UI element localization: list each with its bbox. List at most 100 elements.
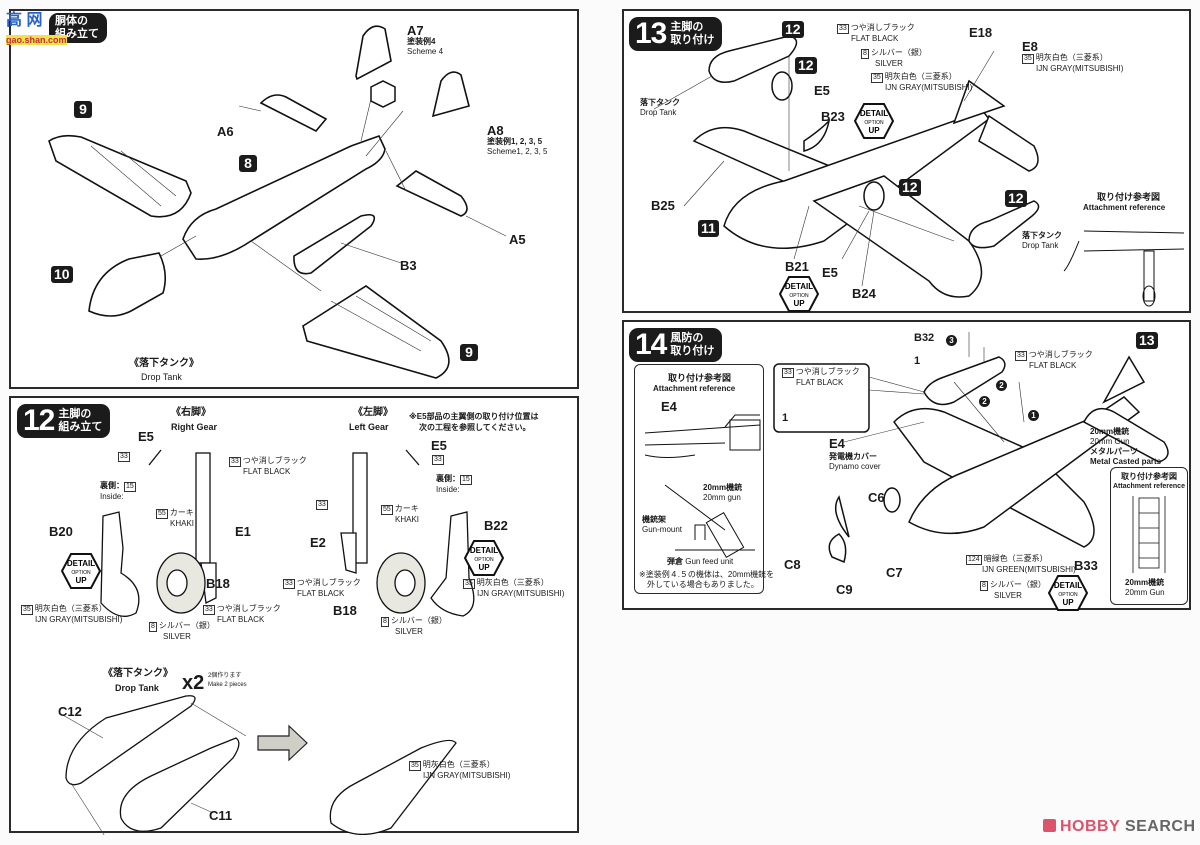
part-e5-left: E5: [431, 438, 447, 453]
step-12-title-1: 主脚の: [58, 408, 92, 420]
a8-scheme-en: Scheme1, 2, 3, 5: [487, 147, 548, 156]
drop-tank-jp: 《落下タンク》: [129, 358, 199, 369]
step-12-badge: 12 主脚の組み立て: [17, 404, 111, 438]
part-c9: C9: [836, 582, 853, 597]
paint-33-e5-left: 33: [432, 455, 444, 465]
gun-label-jp: 20mm機銃: [703, 483, 743, 492]
part-e5-13a: E5: [814, 83, 830, 98]
gun20-jp: 20mm機銃: [1090, 427, 1130, 436]
part-b25: B25: [651, 198, 675, 213]
svg-text:DETAIL: DETAIL: [1054, 581, 1082, 590]
ref-12-gear-right: 12: [899, 179, 921, 196]
gun-attachment-reference-box: 取り付け参考図 Attachment reference E4 20mm機銃 2…: [634, 364, 774, 594]
svg-text:OPTION: OPTION: [1058, 592, 1078, 598]
step-13-badge: 13 主脚の取り付け: [629, 17, 723, 51]
part-b18-left: B18: [333, 603, 357, 618]
ref-9-top: 9: [74, 101, 92, 118]
step-14-badge: 14 風防の取り付け: [629, 328, 723, 362]
svg-text:OPTION: OPTION: [789, 293, 809, 299]
brand-part-c: SEARCH: [1120, 818, 1196, 835]
ref-12-tank-top: 12: [782, 21, 804, 38]
svg-text:UP: UP: [793, 299, 805, 308]
paint-33-e5-right: 33: [118, 452, 130, 462]
part-b18-right: B18: [206, 576, 230, 591]
rudder-hex-icon: [370, 80, 396, 108]
dynamo-cover-jp: 発電機カバー: [829, 452, 877, 461]
part-b20: B20: [49, 524, 73, 539]
step-14-title-2: 取り付け: [670, 345, 715, 357]
main-gear-assembly-drawing: [60, 449, 475, 835]
metal-parts-en: Metal Casted parts: [1090, 457, 1162, 466]
part-e18: E18: [969, 25, 993, 40]
part-c11: C11: [209, 808, 233, 823]
part-1-canopy: 1: [914, 355, 921, 367]
brand-part-b: BBY: [1085, 818, 1120, 835]
svg-text:UP: UP: [478, 563, 490, 572]
times-two: x2: [182, 672, 205, 694]
gun20-en: 20mm Gun: [1090, 437, 1130, 446]
a8-scheme-jp: 塗装例1, 2, 3, 5: [487, 137, 543, 146]
brand-icon: [1043, 819, 1056, 832]
gun-position-drawing: [1132, 496, 1166, 573]
gun20b-en: 20mm Gun: [1125, 588, 1165, 597]
gun-mount-en: Gun-mount: [642, 525, 683, 534]
step-circle-2a: 2: [996, 380, 1007, 391]
step-13-panel: 13 主脚の取り付け 12 12 12 12 11 落下タンク Drop Tan…: [622, 9, 1191, 313]
step-12-number: 12: [23, 404, 55, 437]
ref-12-tank-right: 12: [1005, 190, 1027, 207]
drop-tank-en-13a: Drop Tank: [640, 108, 677, 117]
fuselage-assembly-drawing: [48, 25, 507, 379]
a7-scheme-jp: 塗装例4: [407, 37, 436, 46]
part-e5-right: E5: [138, 429, 154, 444]
site-watermark: 高 网 gao.shan.com: [6, 6, 67, 48]
gun-note-1: ※塗装例４.５の機体は、20mm機銃を: [639, 570, 775, 579]
svg-text:DETAIL: DETAIL: [860, 109, 888, 118]
step-14-number: 14: [635, 328, 667, 361]
attach-ref-en-13: Attachment reference: [1083, 203, 1166, 212]
svg-text:UP: UP: [75, 576, 87, 585]
part-e1: E1: [235, 524, 251, 539]
step-circle-3: 3: [946, 335, 957, 346]
step-13-number: 13: [635, 17, 667, 50]
step-13-title-1: 主脚の: [670, 21, 704, 33]
brand-part-a: HO: [1060, 818, 1085, 835]
gun-reference-drawing: [644, 414, 761, 559]
part-a8: A8: [487, 123, 504, 138]
gun-feed-unit: 弾倉 Gun feed unit: [667, 557, 734, 566]
step-13-title-2: 取り付け: [670, 34, 715, 46]
left-gear-en: Left Gear: [349, 422, 389, 432]
ref-10: 10: [51, 266, 73, 283]
part-b21: B21: [785, 259, 809, 274]
ref-9-bottom: 9: [460, 344, 478, 361]
step-14-panel: 14 風防の取り付け 取り付け参考図 Attachment reference …: [622, 320, 1191, 611]
part-e4-ref: E4: [661, 399, 677, 414]
left-gear-jp: 《左脚》: [353, 407, 393, 418]
part-a6: A6: [217, 124, 234, 139]
drop-tank-en-12: Drop Tank: [115, 683, 159, 693]
part-b24: B24: [852, 286, 876, 301]
part-a7: A7: [407, 23, 424, 38]
part-b23: B23: [821, 109, 845, 124]
part-c6: C6: [868, 490, 885, 505]
attach-ref-jp-14: 取り付け参考図: [668, 373, 732, 383]
canopy-attachment-drawing: [773, 332, 1169, 564]
a7-scheme-en: Scheme 4: [407, 47, 444, 56]
ref-13: 13: [1136, 332, 1158, 349]
step-circle-1: 1: [1028, 410, 1039, 421]
part-b3: B3: [400, 258, 417, 273]
